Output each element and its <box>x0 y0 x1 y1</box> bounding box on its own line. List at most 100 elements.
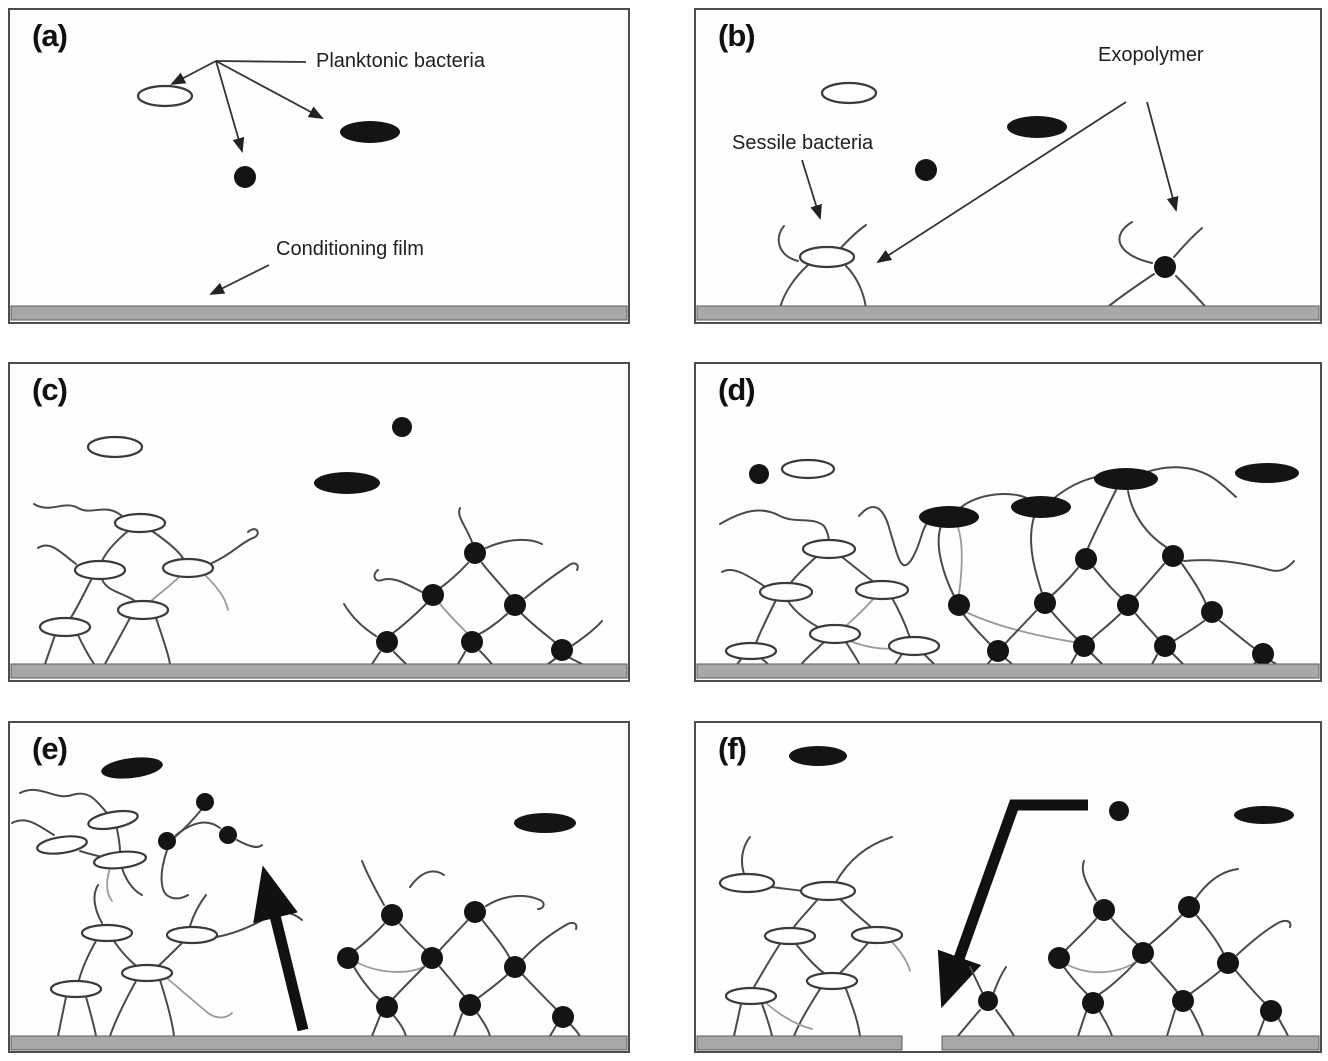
black-coccus-bacterium <box>219 826 237 844</box>
black-coccus-bacterium <box>978 991 998 1011</box>
black-coccus-bacterium <box>1093 899 1115 921</box>
substrate-bar <box>10 1035 628 1051</box>
black-coccus-bacterium <box>392 417 412 437</box>
black-rod-bacterium <box>1235 463 1299 483</box>
black-coccus-bacterium <box>422 584 444 606</box>
leader-lines <box>170 60 324 295</box>
white-rod-bacterium <box>887 635 941 657</box>
floating-bacteria <box>101 757 576 833</box>
substrate-bar <box>10 663 628 679</box>
floating-bacteria <box>789 746 1294 824</box>
white-rod-bacterium <box>113 512 167 534</box>
black-coccus-bacterium <box>552 1006 574 1028</box>
panel-f: (f) <box>694 721 1322 1053</box>
white-rod-bacterium <box>798 245 856 269</box>
white-rod-bacterium <box>854 579 910 601</box>
white-rod-bacterium <box>136 84 194 108</box>
panel-e: (e) <box>8 721 630 1053</box>
white-rod-bacterium <box>820 81 878 105</box>
arrow-to-sessile-bacterium <box>801 159 822 220</box>
white-rod-bacterium <box>724 641 778 661</box>
panel-f-drawing <box>696 746 1320 1051</box>
black-coccus-bacterium <box>1154 256 1176 278</box>
black-coccus-bacterium <box>381 904 403 926</box>
panel-e-label: (e) <box>32 731 68 766</box>
white-rod-bacterium <box>120 963 174 983</box>
black-coccus-bacterium <box>504 956 526 978</box>
black-coccus-bacterium <box>464 901 486 923</box>
white-microcolony <box>718 836 911 1037</box>
black-coccus-bacterium <box>1260 1000 1282 1022</box>
panel-a-label: (a) <box>32 18 68 53</box>
black-coccus-bacterium <box>551 639 573 661</box>
floating-bacteria <box>86 417 412 494</box>
annotation-planktonic-bacteria: Planktonic bacteria <box>316 50 485 72</box>
white-microcolony <box>721 538 941 667</box>
white-rod-bacterium <box>801 538 857 560</box>
white-rod-bacterium <box>80 923 134 943</box>
white-rod-bacterium <box>850 925 904 945</box>
black-rod-bacterium <box>1011 496 1071 518</box>
annotation-arrows <box>801 101 1179 264</box>
substrate-bar <box>696 663 1320 679</box>
white-rod-bacterium <box>165 925 219 945</box>
black-coccus-bacterium <box>1073 635 1095 657</box>
black-rod-bacterium <box>1094 468 1158 490</box>
substrate-bar <box>696 305 1320 321</box>
black-microcolony <box>948 545 1280 667</box>
panel-c: (c) <box>8 362 630 682</box>
black-coccus-bacterium <box>1178 896 1200 918</box>
black-rod-bacterium <box>314 472 380 494</box>
floating-bacteria <box>820 81 1067 181</box>
panel-d-label: (d) <box>718 372 756 407</box>
black-coccus-bacterium <box>987 640 1009 662</box>
white-rod-bacterium <box>73 559 127 581</box>
white-rod-bacterium <box>93 850 147 870</box>
sessile-bacterium-left <box>777 224 867 309</box>
white-microcolony <box>33 503 259 665</box>
sloughing-arrow-down <box>937 799 1088 1009</box>
black-coccus-bacterium <box>1048 947 1070 969</box>
black-coccus-bacterium <box>1201 601 1223 623</box>
black-coccus-bacterium <box>1117 594 1139 616</box>
white-rod-bacterium <box>724 986 778 1006</box>
black-coccus-bacterium <box>337 947 359 969</box>
arrow-to-conditioning-film <box>209 264 270 295</box>
black-coccus-bacterium <box>948 594 970 616</box>
black-coccus-bacterium <box>1162 545 1184 567</box>
white-rod-bacterium <box>799 880 857 902</box>
white-rod-bacterium <box>86 435 144 459</box>
black-coccus-bacterium <box>1132 942 1154 964</box>
panel-e-drawing <box>10 757 628 1051</box>
black-coccus-bacterium <box>915 159 937 181</box>
black-rod-bacterium <box>514 813 576 833</box>
black-rod-bacterium <box>340 121 400 143</box>
substrate-bar-right <box>941 1035 1320 1051</box>
black-coccus-bacterium <box>196 793 214 811</box>
arrow-to-black-coccus <box>215 60 245 153</box>
panel-c-drawing <box>10 417 628 679</box>
white-microcolony <box>49 884 303 1037</box>
black-coccus-bacterium <box>158 832 176 850</box>
panel-d: (d) <box>694 362 1322 682</box>
white-rod-bacterium <box>758 581 814 603</box>
black-rod-bacterium <box>919 506 979 528</box>
detaching-cluster <box>11 788 263 902</box>
annotation-sessile-bacteria: Sessile bacteria <box>732 132 874 154</box>
black-coccus-bacterium <box>421 947 443 969</box>
white-rod-bacterium <box>718 872 776 894</box>
white-rod-bacterium <box>161 557 215 579</box>
panel-b-drawing <box>696 81 1320 321</box>
panel-b-label: (b) <box>718 18 756 53</box>
black-rod-bacterium <box>789 746 847 766</box>
black-coccus-bacterium <box>461 631 483 653</box>
white-rod-bacterium <box>808 623 862 645</box>
black-coccus-bacterium <box>504 594 526 616</box>
black-coccus-bacterium <box>376 631 398 653</box>
black-coccus-bacterium <box>459 994 481 1016</box>
black-coccus-bacterium <box>1154 635 1176 657</box>
white-rod-bacterium <box>780 458 836 480</box>
white-rod-bacterium <box>763 926 817 946</box>
black-microcolony <box>343 507 603 665</box>
